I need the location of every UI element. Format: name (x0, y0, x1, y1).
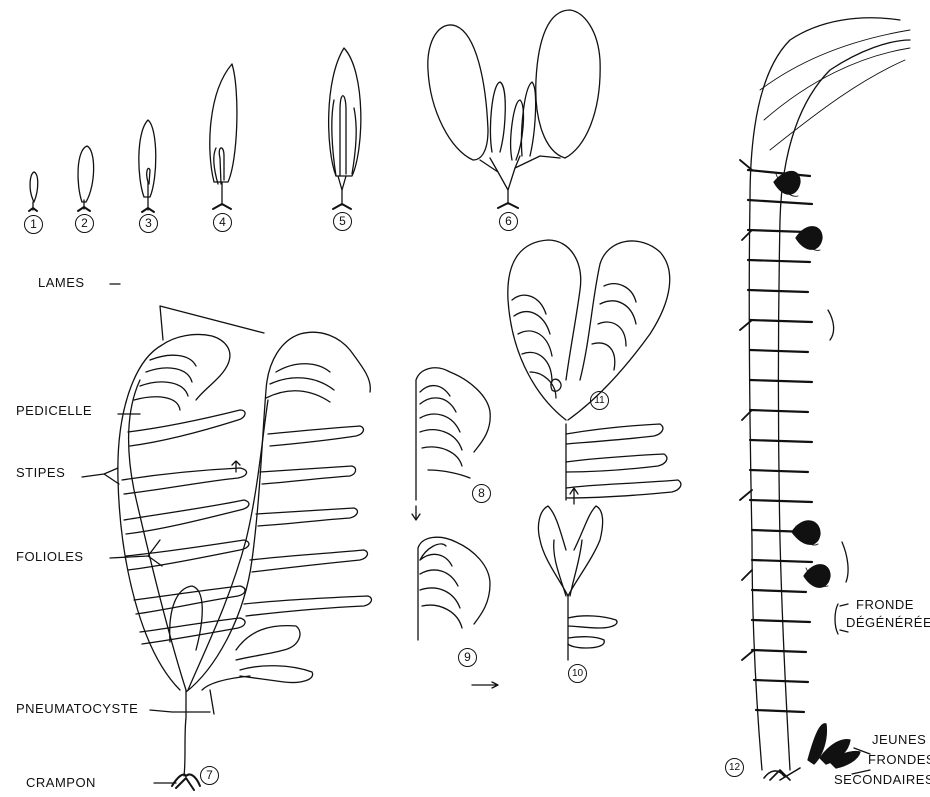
stage-number-9: 9 (458, 648, 477, 667)
stage-6-plant (428, 10, 600, 208)
stage-number-3: 3 (139, 214, 158, 233)
label-degeneree: DÉGÉNÉRÉE (846, 616, 930, 630)
stage-10-plant (538, 488, 617, 660)
stage-number-5: 5 (333, 212, 352, 231)
label-fronde: FRONDE (856, 598, 914, 612)
stage-3-plant (139, 120, 156, 212)
stage-number-6: 6 (499, 212, 518, 231)
label-stipes: STIPES (16, 466, 65, 480)
stage-1-plant (29, 172, 38, 211)
stage-2-plant (78, 146, 94, 211)
label-lames: LAMES (38, 276, 85, 290)
stage-9-plant (418, 537, 498, 688)
stage-number-12: 12 (725, 758, 744, 777)
stage-5-plant (329, 48, 361, 209)
label-secondaires: SECONDAIRES (834, 773, 930, 787)
stage-number-7: 7 (200, 766, 219, 785)
stage-number-11: 11 (590, 391, 609, 410)
stage-number-4: 4 (213, 213, 232, 232)
stage-4-plant (210, 64, 237, 209)
stage-number-1: 1 (24, 215, 43, 234)
stage-number-2: 2 (75, 214, 94, 233)
stage-number-10: 10 (568, 664, 587, 683)
label-jeunes: JEUNES (872, 733, 926, 747)
label-crampon: CRAMPON (26, 776, 96, 790)
stage-number-8: 8 (472, 484, 491, 503)
label-folioles: FOLIOLES (16, 550, 84, 564)
stage-11-plant (508, 240, 681, 500)
label-frondes: FRONDES (868, 753, 930, 767)
label-pedicelle: PEDICELLE (16, 404, 92, 418)
label-pneumatocyste: PNEUMATOCYSTE (16, 702, 138, 716)
stage-12-plant (740, 18, 910, 780)
